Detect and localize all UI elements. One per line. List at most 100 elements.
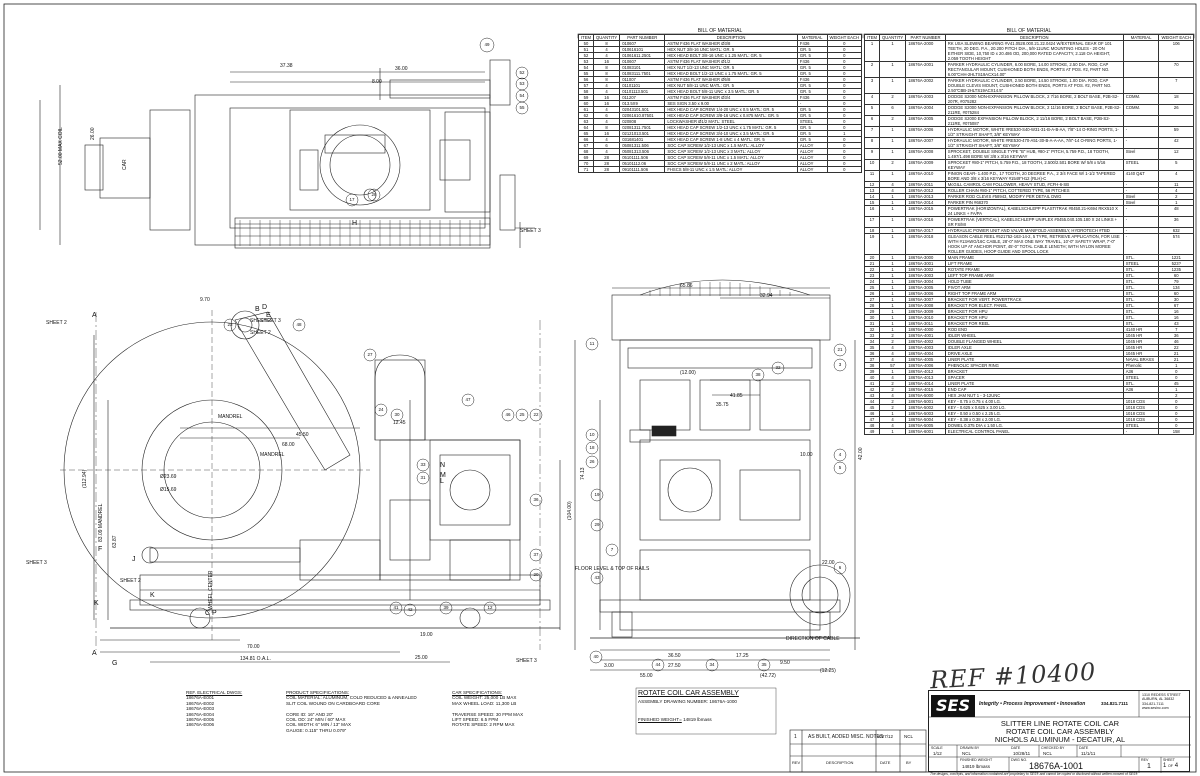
item-balloon: 26 [589, 459, 595, 464]
item-balloon: 6 [838, 565, 842, 570]
bom-cell-description: PARKER HYDRAULIC CYLINDER, 2.50 BORE, 14… [944, 77, 1124, 94]
item-balloon: 43 [594, 575, 600, 580]
view-letters-label: B [255, 306, 260, 313]
item-balloon: 47 [465, 397, 471, 402]
checked-value: NCL [1043, 751, 1053, 756]
item-balloon: 5 [838, 465, 842, 470]
bom-cell-quantity: 1 [879, 205, 907, 217]
item-balloon: 21 [837, 347, 843, 352]
bom-cell-weight: 7 [1158, 77, 1194, 94]
dims-side-label: 45.50 [296, 432, 309, 438]
bom-cell-item: 4 [863, 93, 881, 105]
bom-cell-description: HEX HEAD CAP SCREW 3/8-16 UNC x 0.875 MA… [664, 112, 798, 119]
bom-cell-item: 8 [863, 137, 881, 149]
bom-cell-weight: 12 [1158, 148, 1194, 160]
product-spec-title: PRODUCT SPECIFICATIONS: [286, 690, 350, 695]
bom-cell-material: - [1122, 216, 1160, 228]
bom-cell-quantity: 1 [879, 428, 907, 435]
view-letters-label: P [212, 610, 217, 617]
bom-cell-weight [1158, 115, 1194, 127]
bom-cell-part-number: 18676A-2001 [905, 61, 946, 78]
bom-cell-part-number: 18676A-2015 [905, 205, 946, 217]
dims-front-label: 36.50 [668, 653, 681, 659]
address-line: AUBURN, AL 36832 [1142, 697, 1175, 702]
bom-cell-part-number: 18676A-2003 [905, 93, 946, 105]
note-line: COIL WEIGHT: 25,000 LB MAX [452, 695, 517, 701]
bom-cell-weight: 106 [1158, 40, 1194, 62]
dwg-no-value: 18676A-1001 [1029, 761, 1084, 771]
bom-cell-weight: 26 [1158, 104, 1194, 116]
bom-cell-description: DODGE S2000 EXPANSION PILLOW BLOCK, 2 11… [944, 115, 1124, 127]
bom-cell-item: 17 [863, 216, 881, 228]
bom-cell-description: PARKER HYDRAULIC CYLINDER, 6.00 BORE, 14… [944, 61, 1124, 78]
view-letters-label: D [262, 304, 268, 311]
sheet-number: 1 [1163, 763, 1167, 769]
dims-front-label: 65.86 [680, 283, 693, 289]
bom-cell-description: SPROCKET, DOUBLE SINGLE TYPE "B" HUB, #8… [944, 148, 1124, 160]
view-letters-label: K [94, 600, 99, 607]
view-letters-label: A [92, 650, 97, 657]
item-balloon: 19 [594, 492, 600, 497]
note-line: TRAVERSE SPEED: 30 FPM MAX [452, 711, 524, 717]
product-spec-notes: PRODUCT SPECIFICATIONS: COIL MATERIAL: A… [286, 690, 417, 733]
bom-cell-weight: 48 [1158, 205, 1194, 217]
front-view [574, 279, 860, 671]
bom-cell-quantity: 1 [879, 126, 907, 138]
col-material: MATERIAL [796, 34, 828, 41]
bom-left-table: ITEM QUANTITY PART NUMBER DESCRIPTION MA… [577, 34, 862, 173]
bom-cell-description: RK USA SLEWING BEARING #V41.0528.000.21.… [944, 40, 1124, 62]
bom-cell-part-number: 18676A-2008 [905, 148, 946, 160]
text-labels-label: MANDREL [218, 414, 243, 420]
note-line: COIL WIDTH: 6" MIN / 13" MAX [286, 722, 352, 728]
item-balloon: 27 [367, 352, 373, 357]
assembly-title: ROTATE COIL CAR ASSEMBLY [638, 690, 739, 697]
bom-cell-description: DODGE S2000 NON-EXPANSION PILLOW BLOCK, … [944, 104, 1124, 116]
item-balloon: 22 [533, 412, 539, 417]
proprietary-footer: The designs, concepts, and information c… [930, 772, 1138, 776]
note-line: MAX WHEEL LOAD: 11,300 LB [452, 700, 517, 706]
bom-cell-part-number: 18676A-2000 [905, 40, 946, 62]
bom-cell-part-number: 18676A-2016 [905, 216, 946, 228]
bom-cell-weight: 5 [1158, 159, 1194, 171]
bom-cell-weight: 4 [1158, 170, 1194, 182]
revision-desc: AS BUILT, ADDED MISC. NOTES [808, 734, 884, 740]
view-letters-label: F [98, 546, 103, 553]
item-balloon: 44 [655, 662, 661, 667]
dims-side-label: 83.09 MANDREL [98, 503, 104, 542]
note-line: CORE ID: 16" AND 20" [286, 711, 334, 717]
bom-right-header-row: ITEM QUANTITY PART NUMBER DESCRIPTION MA… [863, 34, 1194, 41]
item-balloon: 12 [487, 605, 493, 610]
dims-front-label: (12.00) [680, 370, 696, 376]
bom-cell-item: 3 [863, 77, 881, 94]
bom-cell-weight: 18 [1158, 93, 1194, 105]
dims-front-label: 74.13 [580, 467, 586, 480]
view-letters-label: C [205, 610, 211, 617]
bom-cell-quantity: 1 [879, 61, 907, 78]
text-labels-label: 9.70 [200, 297, 210, 303]
bom-cell-quantity: 2 [879, 115, 907, 127]
item-balloon: 30 [394, 412, 400, 417]
bom-cell-part-number: 18676A-2007 [905, 137, 946, 149]
dims-front-label: 41.85 [730, 393, 743, 399]
sheet-refs-label: SHEET 3 [260, 318, 281, 324]
sheet-refs-label: SHEET 2 [250, 330, 271, 336]
ref-electrical-title: REF. ELECTRICAL DWGS: [186, 690, 243, 695]
bom-cell-material: COMM. [1122, 93, 1160, 105]
item-balloon: 38 [755, 372, 761, 377]
checked-label: CHECKED BY [1041, 746, 1065, 750]
date2-label: DATE [1079, 746, 1089, 750]
bom-cell-item: 49 [863, 428, 881, 435]
bom-cell-description: FHSCS 5/8-11 UNC x 1.5 MATL: ALLOY [664, 166, 798, 173]
dims-top-label: 36.00 [395, 66, 408, 72]
bom-cell-part-number: 18676A-2004 [905, 104, 946, 116]
item-balloon: 23 [227, 322, 233, 327]
note-line: LIFT SPEED: 6.5 FPM [452, 717, 499, 723]
dims-front-label: 55.00 [640, 673, 653, 679]
item-balloon: 55 [519, 105, 525, 110]
